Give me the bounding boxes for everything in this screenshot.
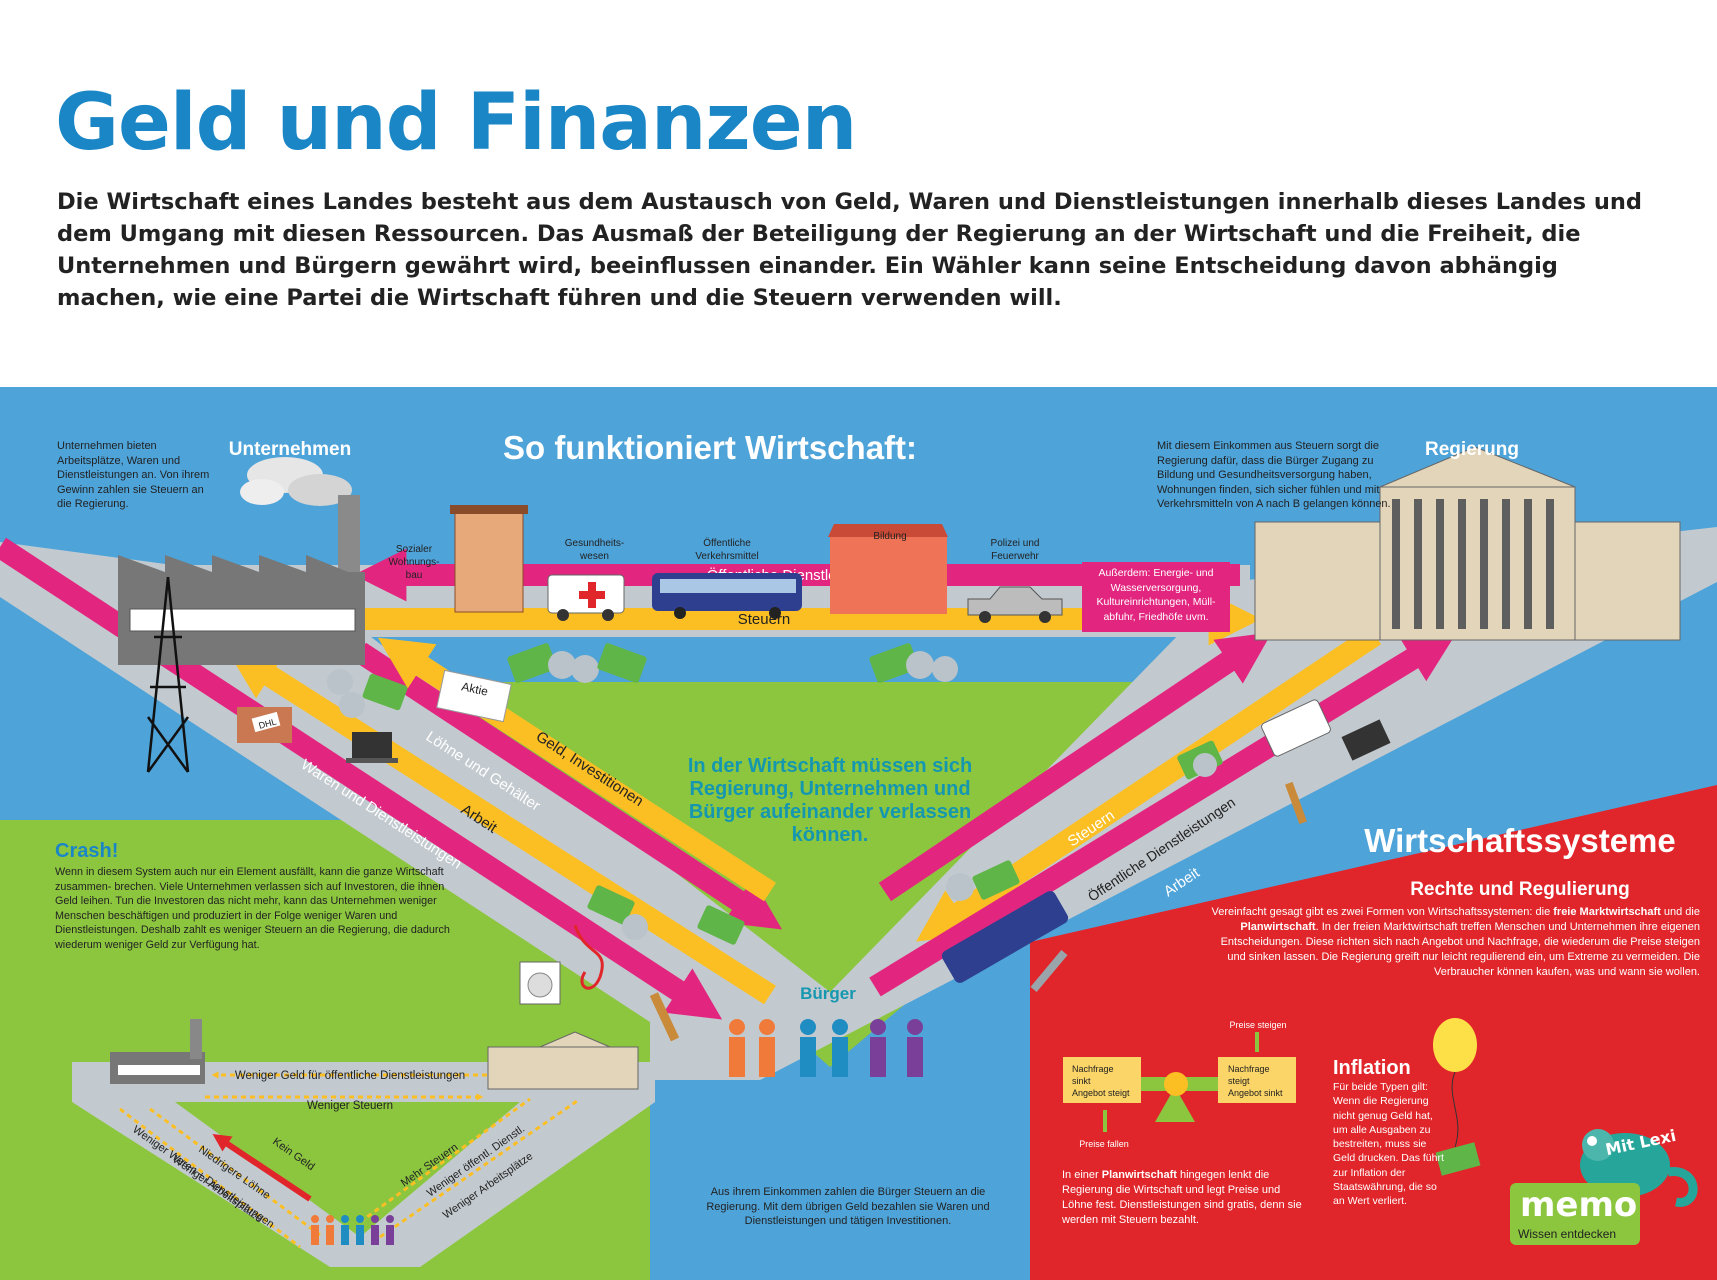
- stock-label: Aktie: [460, 679, 489, 698]
- memo-logo: memo Wissen entdecken: [1510, 1183, 1640, 1245]
- seesaw-diagram: [1063, 1032, 1296, 1132]
- inflation-title: Inflation: [1333, 1057, 1411, 1079]
- intro-paragraph: Die Wirtschaft eines Landes besteht aus …: [57, 189, 1642, 311]
- laptop-icon: [346, 732, 398, 763]
- systems-text-bold-2: Planwirtschaft: [1240, 921, 1316, 933]
- seesaw-left-line1: Nachfrage: [1072, 1064, 1114, 1074]
- flow-work-right: [869, 631, 1458, 997]
- washing-machine-icon: [519, 961, 561, 1005]
- node-companies: Unternehmen: [229, 439, 351, 460]
- citizens-description: Aus ihrem Einkommen zahlen die Bürger St…: [706, 1186, 990, 1227]
- ambulance-icon: [547, 574, 625, 621]
- center-message: In der Wirtschaft müssen sich Regierung,…: [687, 755, 973, 846]
- planned-text-1: In einer: [1062, 1169, 1102, 1181]
- label-taxes-top: Steuern: [738, 611, 791, 628]
- seesaw-right-line1: Nachfrage: [1228, 1064, 1270, 1074]
- memo-logo-text: memo: [1520, 1185, 1638, 1225]
- systems-description: Vereinfacht gesagt gibt es zwei Formen v…: [1205, 905, 1700, 980]
- crash-mini-diagram: [72, 1019, 655, 1267]
- flow-taxes-right: [878, 632, 1272, 902]
- school-building-icon: [828, 524, 948, 614]
- seesaw-left-line3: Angebot steigt: [1072, 1088, 1130, 1098]
- inflation-description: Für beide Typen gilt: Wenn die Regierung…: [1333, 1081, 1444, 1208]
- page-title: Geld und Finanzen: [55, 78, 857, 168]
- systems-text-1: Vereinfacht gesagt gibt es zwei Formen v…: [1211, 906, 1554, 918]
- prices-rise-label: Preise steigen: [1229, 1020, 1286, 1030]
- crash-less-taxes: Weniger Steuern: [307, 1100, 393, 1112]
- ambulance-small-icon: [1261, 699, 1331, 757]
- service-health: Gesundheits- wesen: [564, 538, 625, 562]
- planned-economy-description: In einer Planwirtschaft hingegen lenkt d…: [1062, 1168, 1307, 1228]
- transmission-tower-icon: [146, 576, 190, 773]
- stethoscope-icon: [573, 924, 604, 990]
- also-box: Außerdem: Energie- und Wasserversorgung,…: [1082, 562, 1230, 632]
- apartment-building-icon: [450, 505, 528, 613]
- systems-title: Wirtschaftssysteme: [1364, 822, 1676, 859]
- blue-bottom-center: [652, 1067, 1030, 1280]
- planned-text-bold: Planwirtschaft: [1101, 1169, 1177, 1181]
- laptop-small-icon: [1341, 719, 1391, 761]
- chameleon-mascot-icon: [1580, 1129, 1698, 1207]
- seesaw-right-line2: steigt: [1228, 1076, 1250, 1086]
- companies-description: Unternehmen bieten Arbeitsplätze, Waren …: [57, 440, 210, 510]
- citizens-group-icon: [729, 1019, 923, 1077]
- police-car-icon: [967, 586, 1063, 623]
- government-building-icon: [1254, 446, 1681, 641]
- money-icon: [327, 643, 1223, 945]
- parcel-label: DHL: [257, 717, 277, 731]
- flow-goods-services: [0, 537, 723, 1020]
- crash-less-public-money: Weniger Geld für öffentliche Dienstleist…: [235, 1070, 465, 1082]
- red-panel: [1030, 785, 1717, 1280]
- service-social-housing: Sozialer Wohnungs- bau: [388, 544, 440, 581]
- stock-certificate-icon: Aktie: [436, 669, 512, 723]
- hammer-icon: [649, 992, 680, 1042]
- service-public-transport: Öffentliche Verkehrsmittel: [695, 538, 759, 562]
- flow-wages: [353, 642, 783, 930]
- bus-small-icon: [941, 891, 1069, 983]
- economy-infographic: Öffentliche Dienstleistungen Steuern War…: [0, 387, 1717, 1280]
- systems-text-3: . In der freien Marktwirtschaft treffen …: [1220, 921, 1700, 978]
- crash-description: Wenn in diesem System auch nur ein Eleme…: [55, 866, 450, 951]
- service-education: Bildung: [873, 531, 907, 542]
- road-v: [0, 527, 1717, 1080]
- wrench-icon: [1030, 950, 1068, 992]
- systems-subtitle: Rechte und Regulierung: [1410, 879, 1630, 900]
- government-description: Mit diesem Einkommen aus Steuern sorgt d…: [1157, 440, 1391, 510]
- flow-work-left: [225, 647, 776, 1005]
- systems-text-bold-1: freie Marktwirtschaft: [1553, 906, 1661, 918]
- memo-tagline: Wissen entdecken: [1518, 1227, 1617, 1241]
- seesaw-right-line3: Angebot sinkt: [1228, 1088, 1283, 1098]
- crash-title: Crash!: [55, 840, 118, 862]
- balloon-icon: [1433, 1018, 1481, 1176]
- parcel-icon: DHL: [237, 707, 292, 743]
- node-government: Regierung: [1425, 439, 1519, 460]
- systems-text-2: und die: [1660, 906, 1700, 918]
- hammer-small-icon: [1285, 781, 1307, 825]
- bus-icon: [652, 573, 802, 619]
- node-citizens: Bürger: [800, 984, 856, 1003]
- service-police-fire: Polizei und Feuerwehr: [990, 538, 1040, 562]
- planned-text-2: hingegen lenkt die Regierung die Wirtsch…: [1062, 1169, 1302, 1226]
- seesaw-left-line2: sinkt: [1072, 1076, 1091, 1086]
- prices-fall-label: Preise fallen: [1079, 1139, 1129, 1149]
- diagram-heading: So funktioniert Wirtschaft:: [503, 429, 917, 466]
